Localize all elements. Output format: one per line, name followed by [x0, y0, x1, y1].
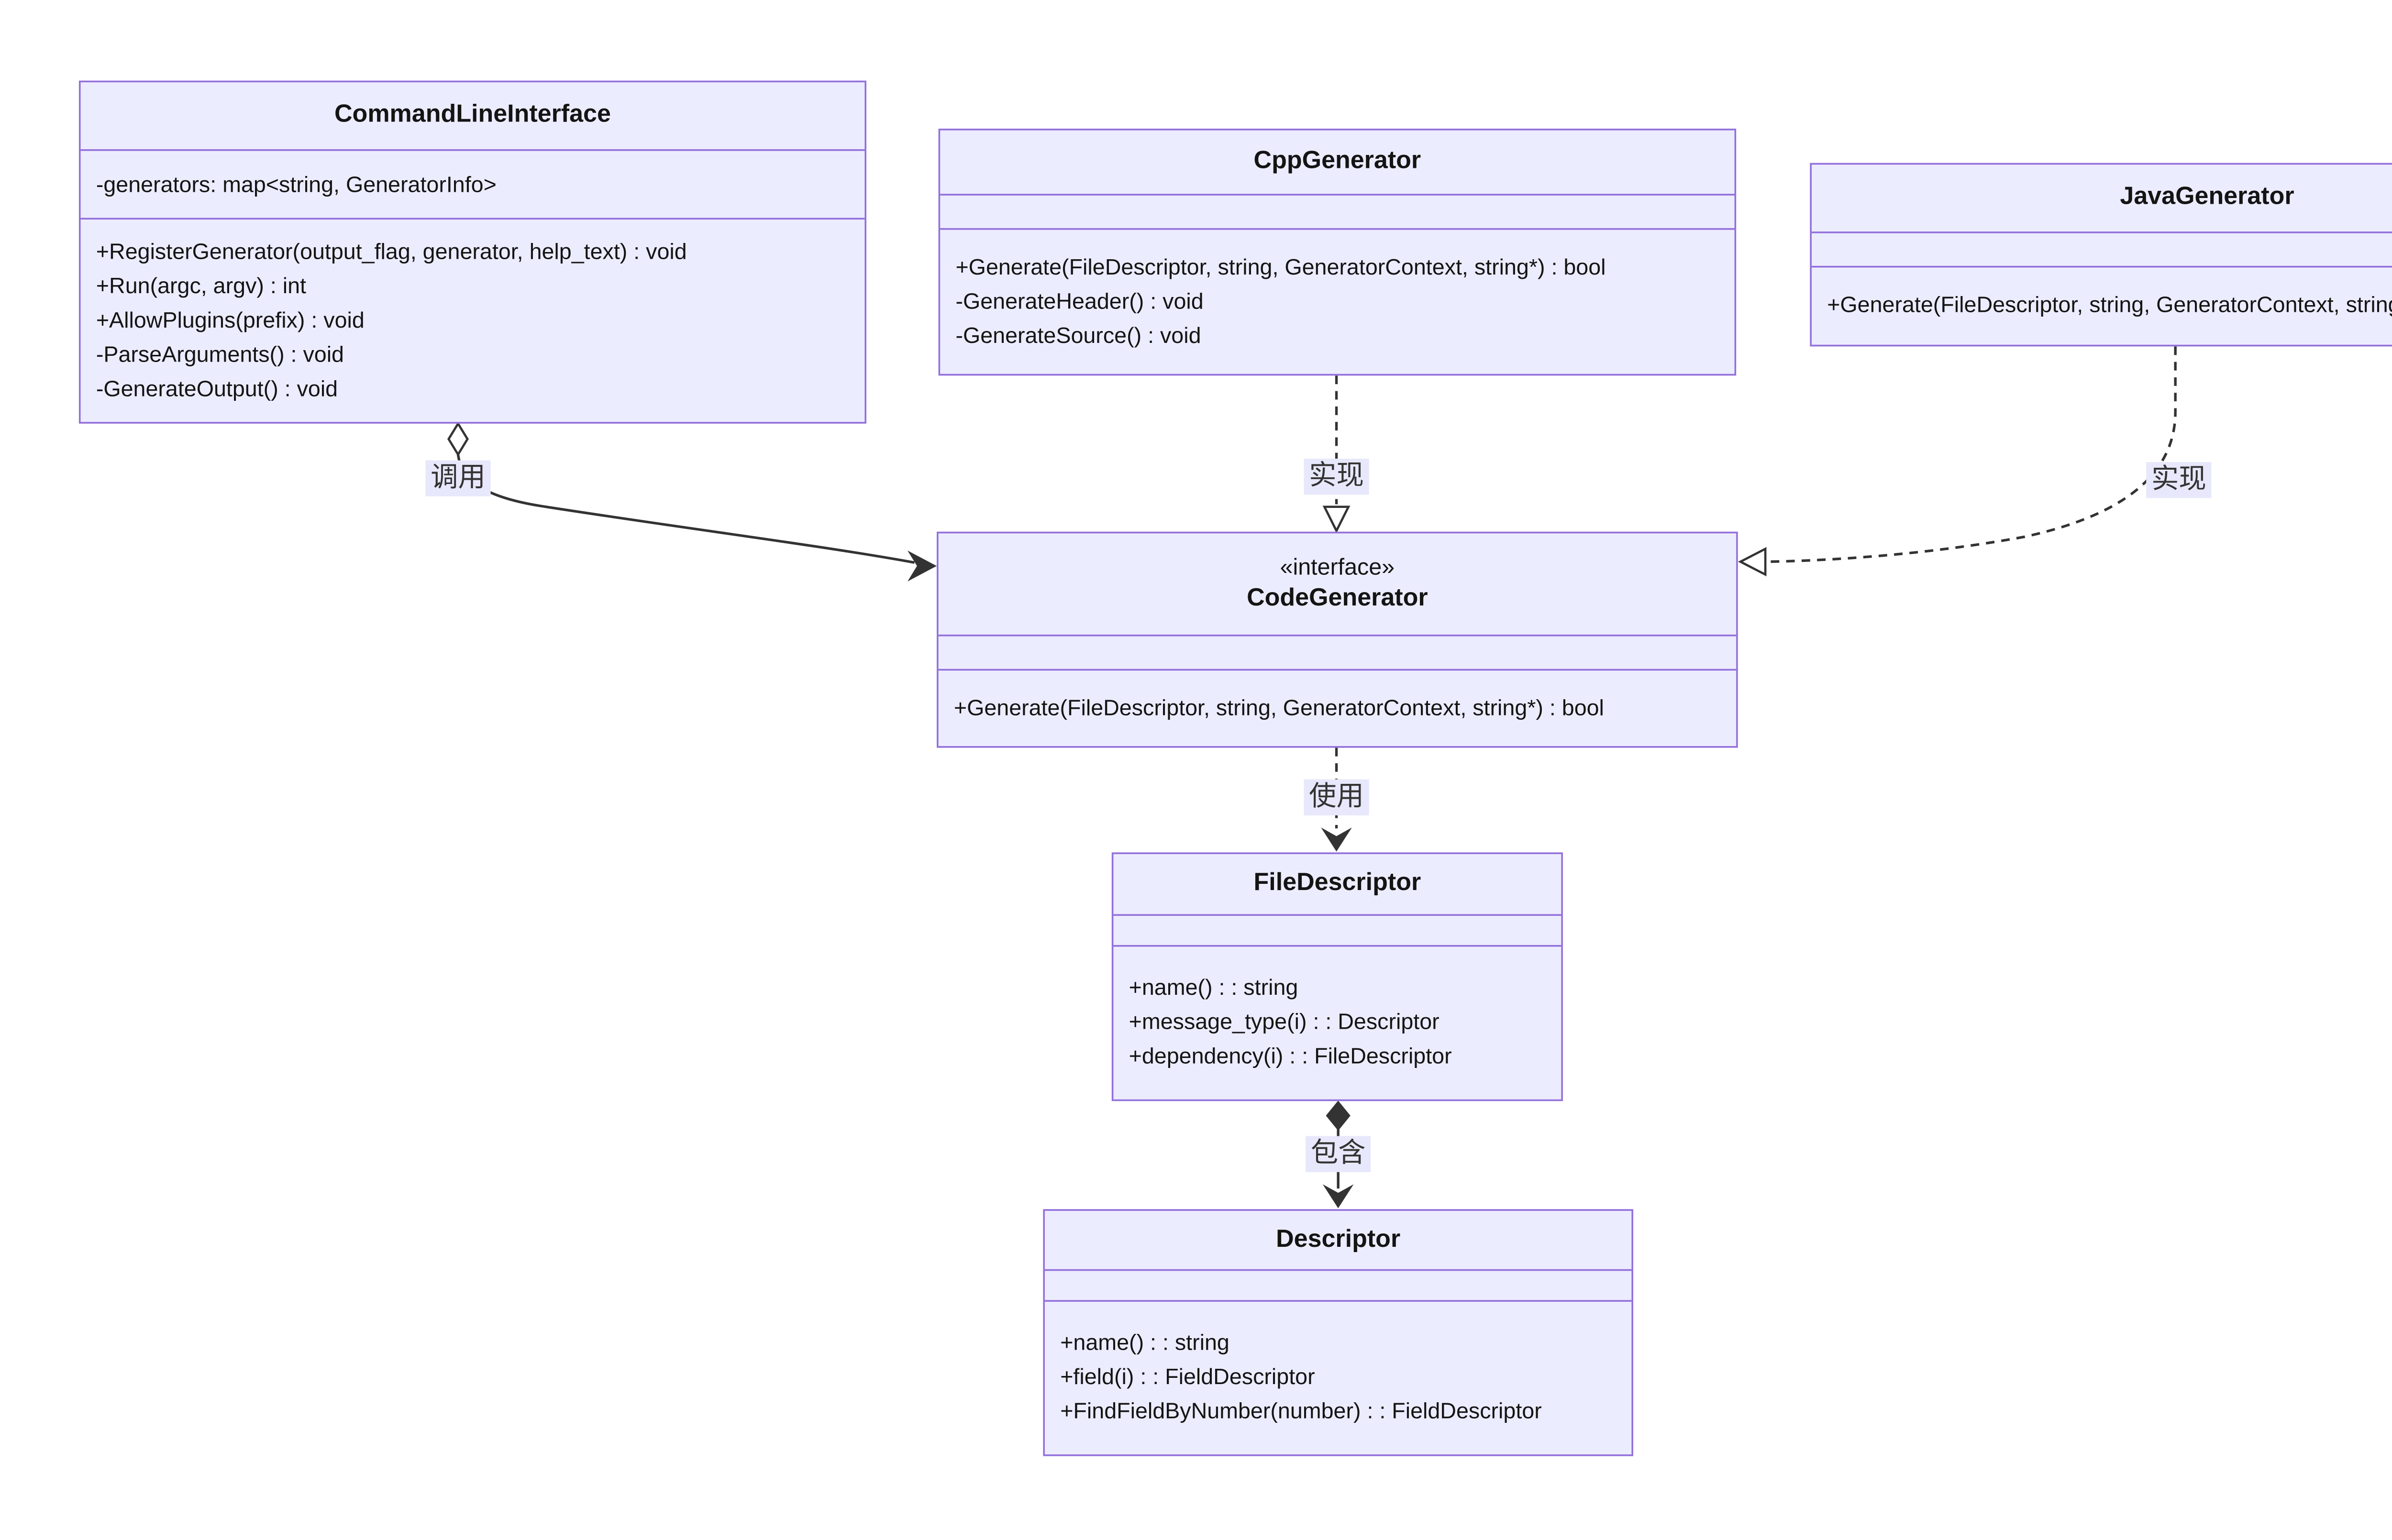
- edge-label-realize-cpp: 实现: [1304, 458, 1369, 495]
- method-line: +name() : : string: [1060, 1329, 1229, 1355]
- class-title: Descriptor: [1044, 1211, 1632, 1271]
- method-line: +field(i) : : FieldDescriptor: [1060, 1363, 1315, 1389]
- class-attributes: -generators: map<string, GeneratorInfo>: [80, 151, 865, 220]
- class-name: FileDescriptor: [1253, 870, 1421, 898]
- class-attributes: [938, 636, 1737, 671]
- class-title: CppGenerator: [940, 131, 1735, 196]
- class-title: JavaGenerator: [1811, 165, 2392, 233]
- attribute-line: -generators: map<string, GeneratorInfo>: [96, 170, 497, 197]
- class-box-filedescriptor: FileDescriptor +name() : : string +messa…: [1111, 852, 1563, 1101]
- class-stereotype: «interface»: [1280, 554, 1395, 580]
- composition-diamond-icon: [1326, 1100, 1351, 1131]
- class-name: CodeGenerator: [1247, 584, 1428, 612]
- use-arrowhead-icon: [1321, 827, 1352, 852]
- edge-label-call: 调用: [425, 460, 491, 497]
- class-methods: +Generate(FileDescriptor, string, Genera…: [939, 671, 1737, 744]
- method-line: +Generate(FileDescriptor, string, Genera…: [953, 693, 1604, 720]
- method-line: +FindFieldByNumber(number) : : FieldDesc…: [1060, 1397, 1542, 1424]
- class-box-javagenerator: JavaGenerator +Generate(FileDescriptor, …: [1810, 163, 2392, 347]
- class-methods: +name() : : string +message_type(i) : : …: [1113, 947, 1561, 1098]
- java-realization-triangle-icon: [1738, 547, 1767, 577]
- class-title: CommandLineInterface: [80, 82, 865, 151]
- edge-label-use: 使用: [1304, 779, 1369, 816]
- class-name: CppGenerator: [1253, 148, 1421, 176]
- method-line: -GenerateOutput() : void: [96, 375, 338, 402]
- method-line: -GenerateSource() : void: [955, 321, 1201, 348]
- class-attributes: [940, 196, 1735, 230]
- class-methods: +name() : : string +field(i) : : FieldDe…: [1045, 1302, 1631, 1453]
- class-title: FileDescriptor: [1113, 854, 1561, 916]
- method-line: -ParseArguments() : void: [96, 341, 344, 367]
- class-name: CommandLineInterface: [334, 102, 611, 130]
- class-attributes: [1044, 1271, 1632, 1302]
- method-line: +Generate(FileDescriptor, string, Genera…: [955, 253, 1606, 279]
- method-line: +RegisterGenerator(output_flag, generato…: [96, 238, 687, 264]
- class-methods: +Generate(FileDescriptor, string, Genera…: [1812, 267, 2392, 343]
- cpp-realization-triangle-icon: [1322, 506, 1351, 534]
- aggregation-diamond-icon: [447, 421, 469, 457]
- class-box-cppgenerator: CppGenerator +Generate(FileDescriptor, s…: [938, 128, 1737, 376]
- class-methods: +Generate(FileDescriptor, string, Genera…: [940, 230, 1734, 373]
- call-edge-line: [456, 454, 915, 564]
- edge-label-realize-java: 实现: [2146, 462, 2212, 499]
- method-line: +AllowPlugins(prefix) : void: [96, 307, 365, 333]
- method-line: -GenerateHeader() : void: [955, 287, 1204, 313]
- class-attributes: [1113, 916, 1561, 947]
- class-name: JavaGenerator: [2120, 184, 2294, 212]
- class-title: «interface» CodeGenerator: [938, 533, 1737, 637]
- class-box-codegenerator: «interface» CodeGenerator +Generate(File…: [937, 531, 1738, 748]
- edge-label-contain: 包含: [1305, 1136, 1371, 1173]
- method-line: +Run(argc, argv) : int: [96, 273, 307, 298]
- method-line: +name() : : string: [1129, 974, 1298, 1000]
- class-name: Descriptor: [1276, 1226, 1401, 1254]
- call-arrowhead-icon: [908, 550, 937, 582]
- class-attributes: [1811, 233, 2392, 268]
- method-line: +Generate(FileDescriptor, string, Genera…: [1827, 291, 2392, 318]
- class-box-descriptor: Descriptor +name() : : string +field(i) …: [1043, 1209, 1633, 1456]
- method-line: +message_type(i) : : Descriptor: [1129, 1008, 1440, 1034]
- method-line: +dependency(i) : : FileDescriptor: [1129, 1043, 1452, 1069]
- class-methods: +RegisterGenerator(output_flag, generato…: [81, 220, 865, 422]
- class-box-commandlineinterface: CommandLineInterface -generators: map<st…: [78, 80, 866, 424]
- contain-arrowhead-icon: [1322, 1184, 1354, 1209]
- java-realization-line: [1767, 346, 2177, 563]
